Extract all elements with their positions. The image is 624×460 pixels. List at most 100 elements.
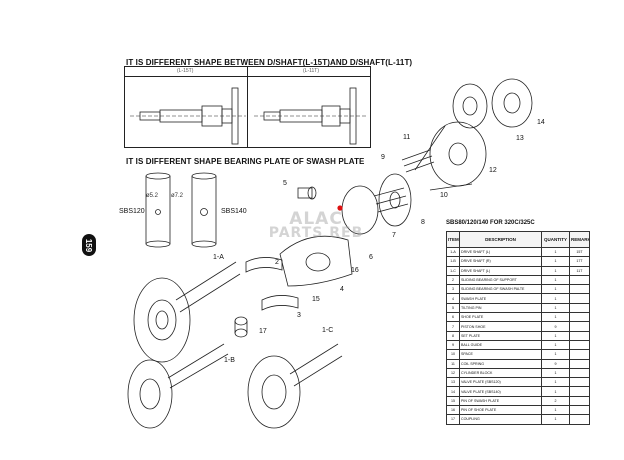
cell-item: 16 — [446, 405, 460, 416]
shaft-15t-label: (L-15T) — [177, 68, 194, 74]
callout-17: 17 — [259, 328, 267, 335]
callout-2: 2 — [275, 259, 279, 266]
cell-description: PIN OF SWASH PLATE — [459, 395, 542, 407]
cell-description: TILTING PIN — [459, 302, 542, 314]
shaft-11t-drawing — [254, 87, 366, 145]
cell-item: 11 — [446, 358, 460, 369]
shaft-15t-drawing — [130, 87, 246, 145]
highlight-dot — [337, 205, 343, 211]
cell-remark — [569, 293, 590, 304]
drive-shaft-1a-drawing — [133, 261, 241, 363]
cell-quantity: 1 — [541, 246, 570, 258]
cell-remark — [569, 321, 590, 332]
cell-item: 13 — [446, 377, 460, 388]
page-number-badge: 159 — [82, 234, 96, 256]
callout-1c: 1-C — [322, 327, 334, 334]
sliding-bearings-drawing — [245, 257, 299, 311]
header-description: DESCRIPTION — [459, 231, 542, 248]
cell-description: PIN OF SHOE PLATE — [459, 405, 542, 416]
cylinder-block-drawing — [414, 121, 487, 191]
cell-quantity: 1 — [541, 405, 570, 416]
callout-12: 12 — [489, 167, 497, 174]
box-divider — [247, 67, 248, 147]
callout-9: 9 — [381, 154, 385, 161]
cell-remark: 11T — [569, 265, 590, 276]
callout-8: 8 — [421, 219, 425, 226]
cell-description: SWASH PLATE — [459, 293, 542, 304]
cell-description: PISTON SHOE — [459, 321, 542, 332]
cell-quantity: 9 — [541, 358, 570, 369]
callout-3: 3 — [297, 312, 301, 319]
cell-quantity: 1 — [541, 349, 570, 360]
cell-description: DRIVE SHAFT (L) — [459, 265, 542, 276]
watermark-line2: PARTS REB — [268, 225, 364, 241]
set-plate-drawing — [378, 173, 412, 227]
cell-quantity: 1 — [541, 330, 570, 341]
cell-item: 7 — [446, 321, 460, 332]
coupling-drawing — [234, 316, 248, 338]
tilting-pin-drawing — [297, 186, 317, 200]
shaft-comparison-box: (L-15T) (L-11T) — [124, 66, 371, 148]
cell-remark — [569, 386, 590, 397]
cell-remark — [569, 274, 590, 286]
cell-remark — [569, 330, 590, 341]
drive-shaft-1b-drawing — [127, 343, 229, 429]
cell-item: 8 — [446, 330, 460, 341]
swash-plate-drawing — [279, 185, 379, 287]
cell-description: CYLINDER BLOCK — [459, 367, 542, 379]
bearing-plate-sbs140-drawing — [191, 172, 217, 248]
cell-quantity: 1 — [541, 312, 570, 323]
cell-quantity: 1 — [541, 302, 570, 314]
cell-description: DRIVE SHAFT (L) — [459, 246, 542, 258]
parts-table-header: ITEM DESCRIPTION QUANTITY REMARK — [446, 231, 590, 248]
cell-remark — [569, 339, 590, 351]
cell-item: 6 — [446, 312, 460, 323]
cell-remark — [569, 358, 590, 369]
cell-item: 10 — [446, 349, 460, 360]
cell-description: SPACE — [459, 349, 542, 360]
cell-quantity: 1 — [541, 256, 570, 267]
cell-remark — [569, 405, 590, 416]
cell-description: SET PLATE — [459, 330, 542, 341]
cell-quantity: 9 — [541, 321, 570, 332]
cell-item: 1-B — [446, 256, 460, 267]
header-item: ITEM — [446, 231, 460, 248]
callout-11: 11 — [403, 134, 411, 141]
cell-quantity: 1 — [541, 377, 570, 388]
shaft-11t-label: (L-11T) — [303, 68, 320, 74]
header-remark: REMARK — [569, 231, 590, 248]
cell-item: 4 — [446, 293, 460, 304]
cell-description: SLIDING BEARING OF SUPPORT — [459, 274, 542, 286]
diameter-5-2-label: ø5.2 — [146, 193, 159, 199]
watermark-line1: ALAC — [289, 209, 343, 229]
callout-10: 10 — [440, 192, 448, 199]
sbs120-label: SBS120 — [119, 208, 145, 215]
callout-16: 16 — [351, 267, 359, 274]
cell-quantity: 1 — [541, 284, 570, 295]
cell-quantity: 1 — [541, 293, 570, 304]
cell-remark — [569, 284, 590, 295]
cell-remark: 17T — [569, 256, 590, 267]
bearing-plate-sbs120-drawing — [145, 172, 171, 248]
callout-5: 5 — [283, 180, 287, 187]
callout-13: 13 — [516, 135, 524, 142]
valve-plate-drawing — [452, 78, 533, 129]
shaft-difference-heading: IT IS DIFFERENT SHAPE BETWEEN D/SHAFT(L-… — [126, 58, 413, 67]
